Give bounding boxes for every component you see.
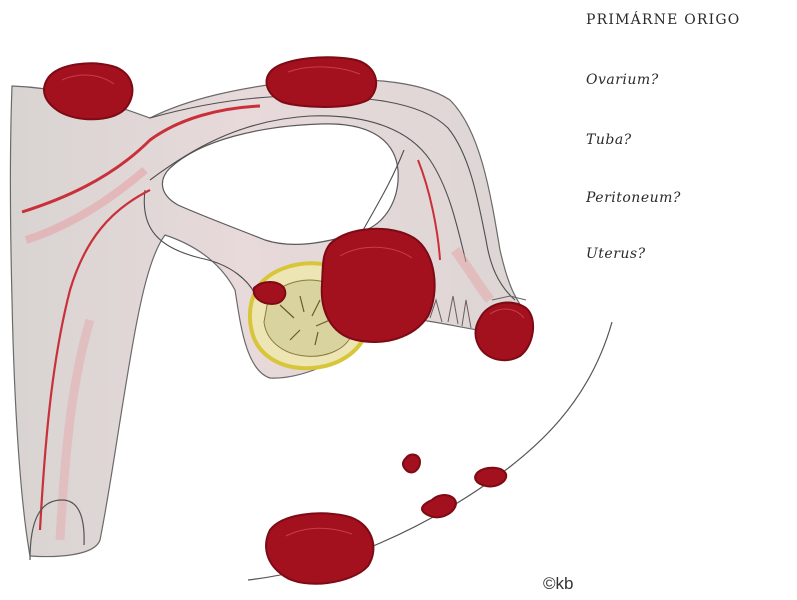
- tumor-left-ovary-top: [44, 63, 132, 119]
- title-label: PRIMÁRNE ORIGO: [586, 12, 740, 28]
- tumor-right-fimbrial: [476, 303, 534, 361]
- label-uterus: Uterus?: [586, 246, 646, 262]
- tumor-small-ovary: [254, 282, 286, 304]
- tumor-bottom: [266, 513, 373, 583]
- label-tuba: Tuba?: [586, 132, 632, 148]
- tumor-large-center: [322, 229, 435, 342]
- label-ovarium: Ovarium?: [586, 72, 659, 88]
- tumor-implant-3: [422, 495, 456, 517]
- tumor-top-center: [267, 57, 377, 107]
- tumor-implant-1: [403, 455, 420, 473]
- copyright-credit: ©kb: [543, 574, 573, 594]
- label-peritoneum: Peritoneum?: [586, 190, 681, 206]
- tumor-implant-2: [475, 468, 506, 487]
